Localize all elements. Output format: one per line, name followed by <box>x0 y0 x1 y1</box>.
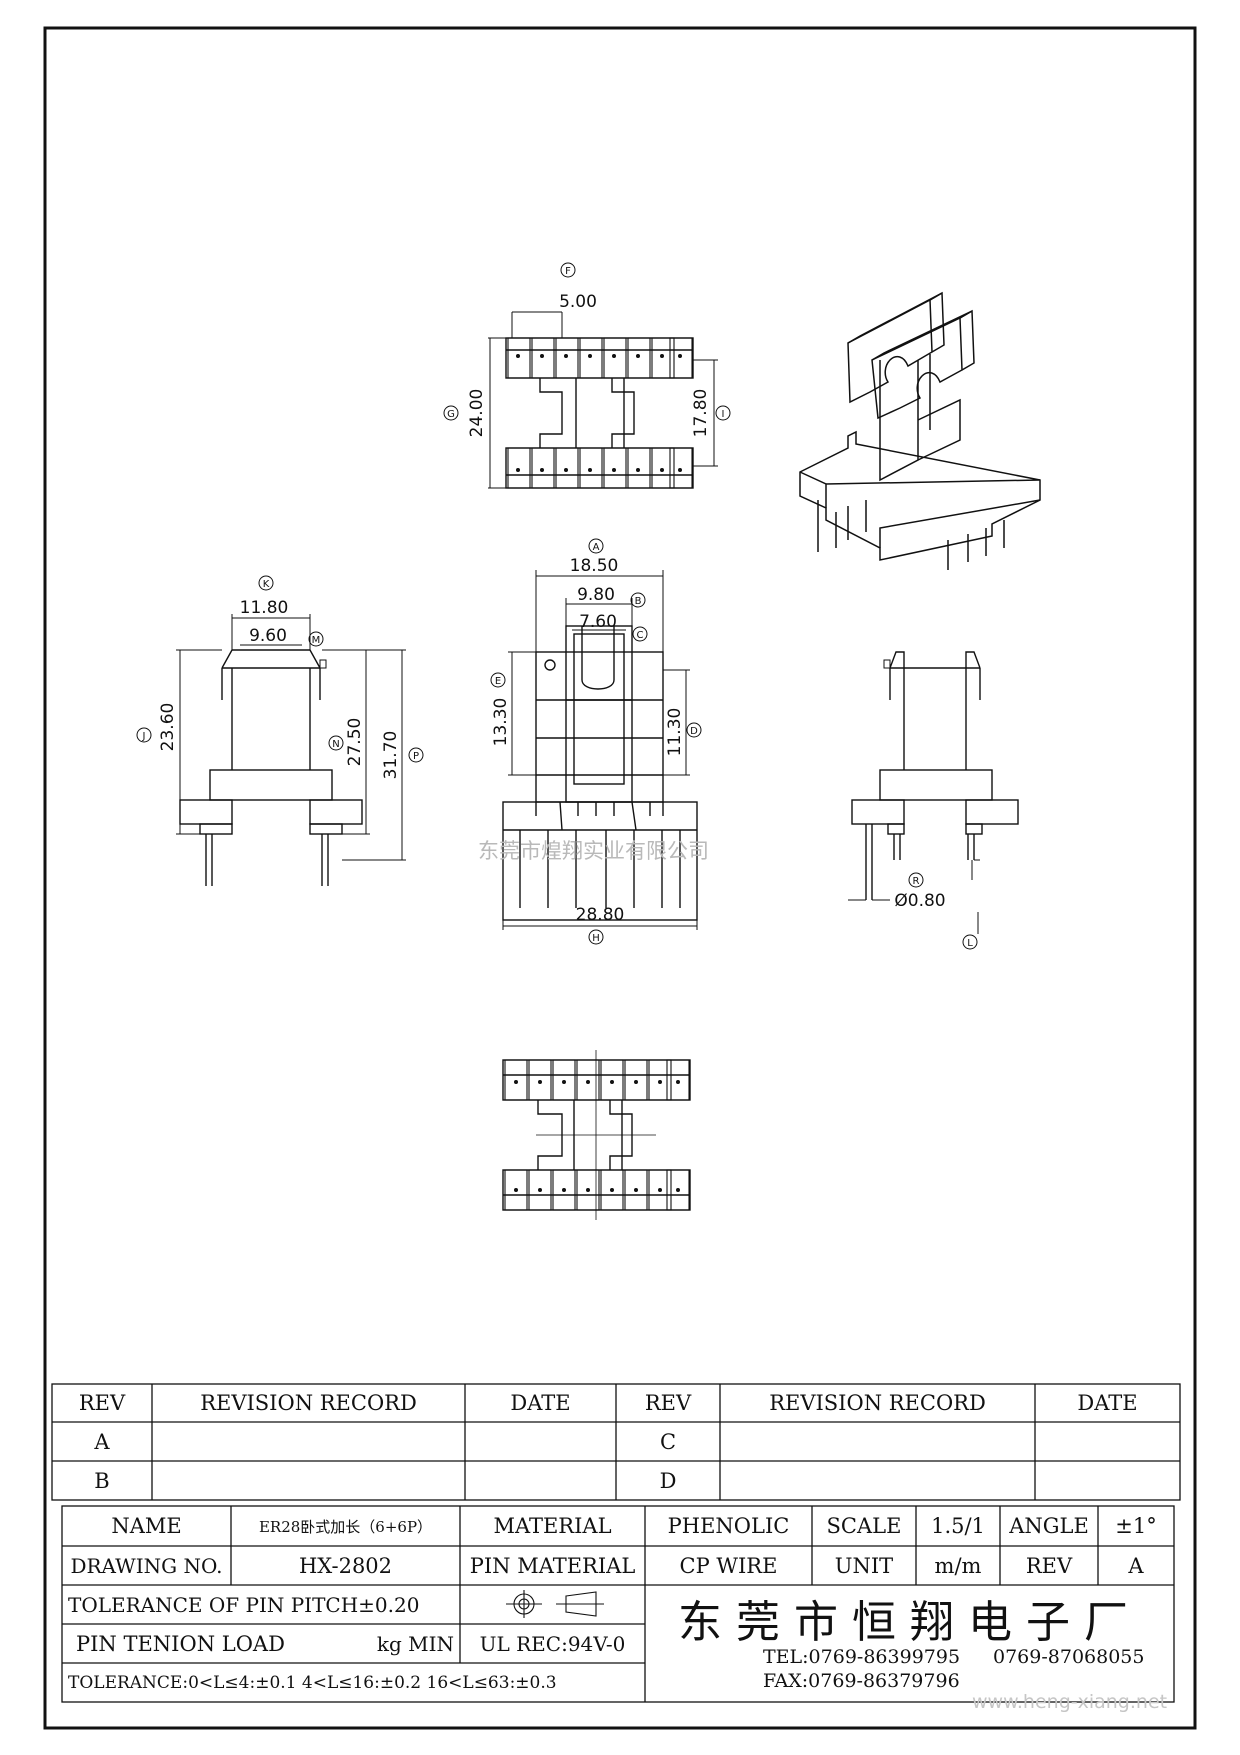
balloon-C: C <box>632 626 648 642</box>
watermark-center: 东莞市煌翔实业有限公司 <box>478 839 709 863</box>
title-block-grid <box>61 1505 1175 1703</box>
svg-text:D: D <box>690 726 698 737</box>
company-name: 东莞市恒翔电子厂 <box>678 1597 1142 1648</box>
svg-text:C: C <box>637 630 644 641</box>
watermark-site: www.heng-xiang.net <box>972 1691 1168 1713</box>
svg-text:K: K <box>263 579 270 590</box>
material-value: PHENOLIC <box>667 1514 790 1538</box>
svg-text:M: M <box>312 635 321 646</box>
company-tel-2: 0769-87068055 <box>993 1646 1145 1668</box>
svg-text:R: R <box>913 876 920 887</box>
name-label: NAME <box>111 1514 182 1538</box>
unit-label: UNIT <box>834 1553 894 1578</box>
drawing-no-label: DRAWING NO. <box>70 1553 223 1578</box>
balloon-F: F <box>560 262 576 278</box>
material-label: MATERIAL <box>493 1514 612 1538</box>
dim-side-h1: 13.30 <box>491 698 511 747</box>
balloon-H: H <box>588 929 604 945</box>
rev-header-date-2: DATE <box>1077 1391 1138 1415</box>
rev-label: REV <box>1025 1553 1073 1578</box>
svg-text:G: G <box>447 409 455 420</box>
balloon-N: N <box>328 735 344 751</box>
rev-row-b: B <box>94 1468 110 1493</box>
svg-text:H: H <box>592 933 600 944</box>
dim-top-pitch: 5.00 <box>559 292 597 312</box>
svg-text:J: J <box>142 731 146 742</box>
balloon-J: J <box>136 727 152 743</box>
pin-tenion-unit: kg MIN <box>376 1631 454 1656</box>
rev-header-rev-1: REV <box>78 1391 126 1415</box>
tolerance-pin-pitch: TOLERANCE OF PIN PITCH±0.20 <box>68 1592 420 1617</box>
rev-header-record-1: REVISION RECORD <box>200 1391 417 1415</box>
balloon-G: G <box>443 405 459 421</box>
balloon-P: P <box>408 747 424 763</box>
svg-text:A: A <box>593 542 600 553</box>
balloon-A: A <box>588 538 604 554</box>
rev-header-rev-2: REV <box>644 1391 692 1415</box>
balloon-E: E <box>490 672 506 688</box>
scale-value: 1.5/1 <box>931 1514 985 1538</box>
dim-front-h3: 31.70 <box>381 731 401 780</box>
drawing-no-value: HX-2802 <box>298 1553 393 1578</box>
unit-value: m/m <box>934 1553 982 1578</box>
dim-front-h2: 27.50 <box>345 718 365 767</box>
dim-side-h2: 11.30 <box>665 708 685 757</box>
company-fax: FAX:0769-86379796 <box>763 1670 960 1692</box>
balloon-M: M <box>308 631 324 647</box>
side-view <box>502 570 698 930</box>
balloon-L: L <box>962 934 978 950</box>
company-tel: TEL:0769-86399795 <box>763 1646 961 1668</box>
balloon-B: B <box>630 592 646 608</box>
svg-text:L: L <box>967 938 973 949</box>
dim-side-w1: 18.50 <box>570 556 619 576</box>
dim-top-inner: 17.80 <box>691 389 711 438</box>
svg-text:I: I <box>722 409 725 420</box>
scale-label: SCALE <box>826 1514 902 1538</box>
rev-header-date-1: DATE <box>510 1391 571 1415</box>
balloon-R: R <box>908 872 924 888</box>
pin-material-label: PIN MATERIAL <box>469 1553 636 1578</box>
tolerance-general: TOLERANCE:0<L≤4:±0.1 4<L≤16:±0.2 16<L≤63… <box>68 1672 557 1693</box>
isometric-view <box>799 291 1041 570</box>
rev-row-d: D <box>659 1468 677 1493</box>
svg-text:F: F <box>565 266 571 277</box>
dim-side-w3: 7.60 <box>579 612 617 632</box>
dim-front-w1: 11.80 <box>240 598 289 618</box>
dim-side-base: 28.80 <box>576 905 625 925</box>
angle-value: ±1° <box>1115 1514 1157 1538</box>
balloon-I: I <box>715 405 731 421</box>
svg-text:E: E <box>495 676 501 687</box>
projection-symbol-icon <box>506 1590 604 1618</box>
rev-row-a: A <box>94 1429 110 1454</box>
balloon-D: D <box>686 722 702 738</box>
top-view <box>488 311 718 489</box>
svg-text:B: B <box>635 596 642 607</box>
dim-side-w2: 9.80 <box>577 585 615 605</box>
pin-tenion-label: PIN TENION LOAD <box>76 1631 285 1656</box>
name-value: ER28卧式加长（6+6P） <box>258 1517 433 1536</box>
bottom-view <box>502 1050 691 1220</box>
pin-material-value: CP WIRE <box>679 1553 778 1578</box>
rev-header-record-2: REVISION RECORD <box>769 1391 986 1415</box>
dim-right-pin-dia: Ø0.80 <box>894 891 945 911</box>
balloon-K: K <box>258 575 274 591</box>
rev-row-c: C <box>659 1429 677 1454</box>
ul-rec: UL REC:94V-0 <box>479 1631 626 1656</box>
sheet-border <box>43 26 1197 1730</box>
dim-top-overall: 24.00 <box>467 389 487 438</box>
svg-text:P: P <box>413 751 419 762</box>
dim-front-h1: 23.60 <box>158 703 178 752</box>
right-view <box>848 651 1019 934</box>
rev-value: A <box>1128 1553 1144 1578</box>
dim-front-w2: 9.60 <box>249 626 287 646</box>
svg-text:N: N <box>332 739 339 750</box>
front-view <box>176 614 406 886</box>
angle-label: ANGLE <box>1009 1514 1089 1538</box>
revision-table <box>51 1383 1181 1501</box>
